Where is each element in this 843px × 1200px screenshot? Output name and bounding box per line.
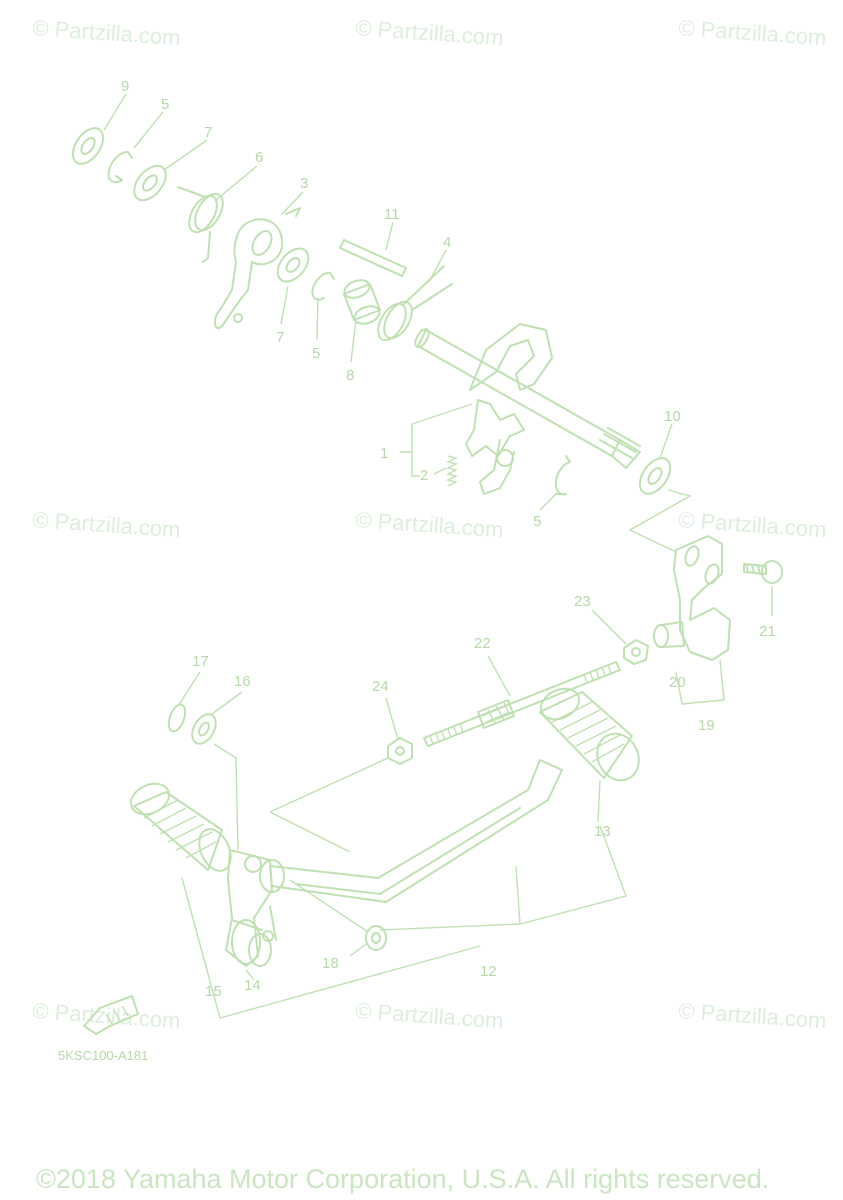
copyright-notice: ©2018 Yamaha Motor Corporation, U.S.A. A… bbox=[36, 1164, 769, 1194]
washer-part-7-middle bbox=[276, 247, 310, 283]
callout-labels: 9 5 7 6 3 11 4 7 5 8 1 2 5 10 23 21 22 1… bbox=[121, 78, 776, 1000]
callout-6: 6 bbox=[255, 149, 263, 166]
shift-arm-part-3 bbox=[214, 207, 301, 329]
callout-2: 2 bbox=[420, 467, 428, 484]
leader-lines bbox=[103, 93, 773, 1019]
callout-8: 8 bbox=[346, 367, 354, 384]
watermark: © Partzilla.com bbox=[355, 507, 505, 542]
callout-24: 24 bbox=[372, 678, 389, 695]
front-arrow-icon bbox=[83, 995, 139, 1035]
bolt-part-21 bbox=[743, 560, 783, 584]
callout-7: 7 bbox=[276, 329, 284, 346]
circlip-part-5-top bbox=[107, 150, 133, 184]
circlip-part-5-lower bbox=[554, 455, 571, 496]
callout-10: 10 bbox=[664, 408, 681, 425]
shift-rod-part-22 bbox=[423, 661, 621, 747]
callout-5: 5 bbox=[161, 96, 169, 113]
callout-1: 1 bbox=[380, 445, 388, 462]
washer-part-7-top bbox=[133, 164, 167, 202]
callout-14: 14 bbox=[244, 977, 261, 994]
callout-19: 19 bbox=[698, 717, 715, 734]
washer-part-9 bbox=[71, 127, 105, 165]
callout-9: 9 bbox=[121, 78, 129, 95]
collar-part-8 bbox=[343, 279, 381, 325]
watermark: © Partzilla.com bbox=[32, 507, 182, 542]
callout-16: 16 bbox=[234, 673, 251, 690]
callout-21: 21 bbox=[759, 623, 776, 640]
watermark: © Partzilla.com bbox=[678, 998, 828, 1033]
watermark: © Partzilla.com bbox=[32, 15, 182, 50]
shift-pedal-part-12 bbox=[225, 759, 563, 967]
callout-13: 13 bbox=[594, 823, 611, 840]
pin-part-11 bbox=[339, 239, 407, 277]
torsion-spring-part-6 bbox=[177, 186, 224, 263]
callout-5: 5 bbox=[312, 345, 320, 362]
washer-part-10 bbox=[638, 457, 672, 495]
callout-3: 3 bbox=[300, 175, 308, 192]
callout-4: 4 bbox=[443, 234, 451, 251]
watermark: © Partzilla.com bbox=[678, 15, 828, 50]
shift-shaft-part-1 bbox=[414, 323, 641, 495]
spring-part-4 bbox=[377, 265, 453, 342]
callout-22: 22 bbox=[474, 635, 491, 652]
watermark: © Partzilla.com bbox=[355, 15, 505, 50]
shift-arm-joint-part-19 bbox=[653, 535, 731, 661]
washer-part-16 bbox=[191, 713, 217, 745]
callout-18: 18 bbox=[322, 955, 339, 972]
callout-5: 5 bbox=[533, 513, 541, 530]
diagram-code: 5KSC100-A181 bbox=[58, 1048, 148, 1063]
callout-15: 15 bbox=[205, 983, 222, 1000]
callout-23: 23 bbox=[574, 593, 591, 610]
watermark: © Partzilla.com bbox=[355, 998, 505, 1033]
spring-part-2 bbox=[445, 455, 459, 487]
callout-17: 17 bbox=[192, 653, 209, 670]
nut-part-23 bbox=[623, 639, 649, 665]
nut-part-24 bbox=[387, 737, 413, 765]
circlip-part-5-middle bbox=[311, 271, 335, 301]
callout-12: 12 bbox=[480, 963, 497, 980]
washer-part-18 bbox=[365, 925, 387, 951]
pedal-rubber-part-13 bbox=[539, 687, 640, 782]
callout-11: 11 bbox=[384, 206, 400, 223]
pedal-rubber-part-15 bbox=[129, 782, 232, 872]
callout-7: 7 bbox=[204, 124, 212, 141]
clip-part-17 bbox=[167, 703, 187, 733]
callout-20: 20 bbox=[669, 674, 686, 691]
watermark: © Partzilla.com bbox=[678, 507, 828, 542]
